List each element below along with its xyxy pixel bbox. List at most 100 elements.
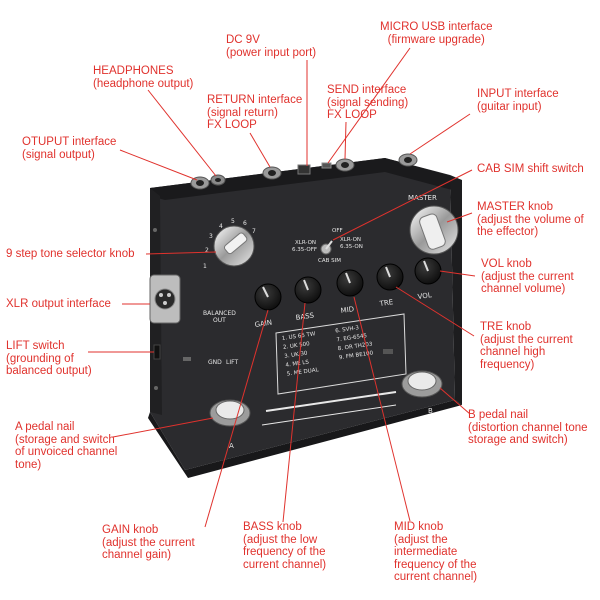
cab-635-on-right-label: 6.35-ON bbox=[340, 244, 363, 250]
annotation-pedal-a: A pedal nail (storage and switch of unvo… bbox=[15, 421, 117, 471]
cab-xlr-on-right-label: XLR-ON bbox=[340, 237, 361, 243]
leader-tre bbox=[395, 286, 475, 337]
annotation-line: (firmware upgrade) bbox=[387, 33, 485, 46]
model-item: 9. FM BE100 bbox=[339, 350, 374, 361]
annotation-line: (adjust the bbox=[394, 533, 448, 546]
annotation-tone-selector: 9 step tone selector knob bbox=[6, 248, 135, 261]
mid-knob bbox=[336, 269, 364, 297]
headphones-jack bbox=[210, 174, 226, 186]
annotation-line: storage and switch) bbox=[468, 434, 568, 446]
knob-label-mid: MID bbox=[340, 305, 354, 315]
annotation-line: frequency) bbox=[480, 358, 535, 371]
leader-cab-sim bbox=[332, 169, 473, 241]
annotation-line: channel high bbox=[480, 346, 546, 358]
leader-mid bbox=[353, 296, 411, 522]
leader-master bbox=[446, 212, 473, 223]
annotation-output: OTUPUT interface (signal output) bbox=[22, 136, 116, 161]
annotation-line: frequency of the bbox=[243, 546, 326, 558]
annotation-line: (signal sending) bbox=[327, 96, 409, 109]
annotation-line: MASTER knob bbox=[477, 201, 554, 213]
gnd-label: GND bbox=[208, 359, 222, 366]
annotation-lift-switch: LIFT switch (grounding of balanced outpu… bbox=[6, 340, 92, 378]
annotation-line: intermediate bbox=[394, 546, 458, 558]
annotation-line: (signal output) bbox=[22, 148, 95, 161]
annotation-line: current channel) bbox=[394, 571, 478, 583]
annotation-micro-usb: MICRO USB interface (firmware upgrade) bbox=[380, 21, 492, 46]
bass-knob bbox=[294, 276, 322, 304]
annotation-line: the effector) bbox=[477, 226, 539, 238]
model-item: 8. OR TH203 bbox=[337, 341, 373, 352]
knob-label-vol: VOL bbox=[417, 291, 432, 301]
annotation-line: INPUT interface bbox=[477, 88, 559, 100]
annotation-line: (adjust the current bbox=[480, 333, 573, 346]
annotation-line: (guitar input) bbox=[477, 100, 542, 113]
annotation-line: 9 step tone selector knob bbox=[6, 248, 135, 260]
annotation-headphones: HEADPHONES (headphone output) bbox=[93, 65, 193, 90]
footswitch-b-label: B bbox=[428, 407, 433, 415]
input-jack bbox=[398, 153, 418, 167]
leader-gain bbox=[204, 309, 269, 528]
leader-micro-usb bbox=[327, 47, 411, 164]
leader-output bbox=[119, 149, 198, 181]
annotation-line: channel volume) bbox=[481, 283, 566, 295]
annotation-input: INPUT interface (guitar input) bbox=[477, 88, 559, 113]
model-item: 7. EG-6545 bbox=[336, 333, 368, 343]
led-indicator bbox=[183, 357, 191, 361]
annotation-bass-knob: BASS knob (adjust the low frequency of t… bbox=[243, 521, 326, 571]
model-item: 4. ME LS bbox=[285, 359, 310, 368]
vol-knob bbox=[414, 257, 442, 285]
annotation-line: current channel) bbox=[243, 558, 327, 571]
annotation-line: A pedal nail bbox=[15, 421, 75, 433]
usb-port bbox=[321, 162, 332, 169]
cab-sim-switch bbox=[320, 240, 333, 255]
knob-label-gain: GAIN bbox=[254, 319, 272, 329]
annotation-xlr: XLR output interface bbox=[6, 298, 111, 311]
annotation-line: GAIN knob bbox=[102, 524, 159, 536]
return-jack bbox=[262, 166, 282, 180]
decor-line bbox=[261, 404, 397, 426]
tre-knob bbox=[376, 263, 404, 291]
annotation-cab-sim-switch: CAB SIM shift switch bbox=[477, 163, 584, 176]
leader-vol bbox=[439, 270, 476, 277]
model-item: 3. UK 30 bbox=[284, 351, 308, 360]
send-jack bbox=[335, 158, 355, 172]
annotation-send: SEND interface (signal sending) FX LOOP bbox=[327, 84, 408, 122]
annotation-gain-knob: GAIN knob (adjust the current channel ga… bbox=[102, 524, 195, 562]
leader-pedal-a bbox=[112, 417, 214, 438]
annotation-pedal-b: B pedal nail (distortion channel tone st… bbox=[468, 409, 588, 447]
annotation-line: of unvoiced channel bbox=[15, 446, 118, 458]
knob-label-bass: BASS bbox=[295, 311, 315, 322]
output-jack bbox=[190, 176, 210, 190]
footswitch-a-label: A bbox=[229, 442, 234, 450]
annotation-line: CAB SIM shift switch bbox=[477, 163, 584, 175]
gain-knob bbox=[254, 283, 282, 311]
annotation-line: (headphone output) bbox=[93, 77, 194, 90]
cab-off-label: OFF bbox=[332, 228, 343, 234]
annotation-line: (signal return) bbox=[207, 106, 278, 119]
leader-return bbox=[249, 132, 271, 168]
leader-send bbox=[344, 121, 347, 160]
annotation-line: XLR output interface bbox=[6, 298, 111, 310]
decor-line bbox=[265, 391, 397, 412]
pedal-back-panel bbox=[150, 158, 452, 200]
led-indicator bbox=[383, 349, 393, 354]
annotation-line: frequency of the bbox=[394, 558, 477, 571]
annotation-line: (adjust the current bbox=[102, 536, 195, 549]
cab-xlr-on-left-label: XLR-ON bbox=[295, 240, 316, 246]
annotation-line: tone) bbox=[15, 458, 42, 471]
balanced-out-label-2: OUT bbox=[213, 317, 226, 324]
selector-num-1: 1 bbox=[203, 263, 207, 270]
model-item: 2. UK 500 bbox=[283, 341, 311, 351]
annotation-tre-knob: TRE knob (adjust the current channel hig… bbox=[480, 321, 573, 371]
side-screw bbox=[153, 228, 157, 232]
selector-num-3: 3 bbox=[209, 233, 213, 240]
leader-pedal-b bbox=[439, 387, 471, 415]
annotation-line: (distortion channel tone bbox=[468, 421, 588, 434]
leader-bass bbox=[282, 302, 306, 523]
annotation-line: (adjust the volume of bbox=[477, 213, 584, 226]
balanced-out-label-1: BALANCED bbox=[203, 310, 236, 317]
annotation-mid-knob: MID knob (adjust the intermediate freque… bbox=[394, 521, 477, 584]
annotation-line: FX LOOP bbox=[327, 109, 377, 121]
